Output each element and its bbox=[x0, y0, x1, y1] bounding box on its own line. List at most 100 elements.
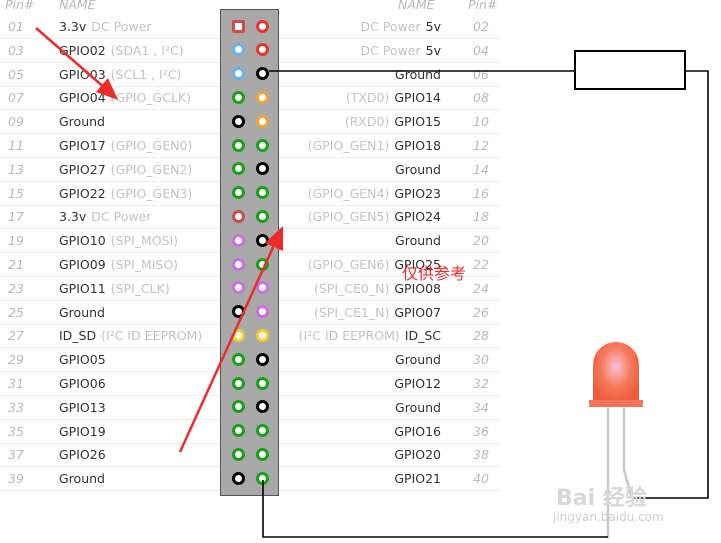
pin-13[interactable] bbox=[231, 162, 245, 176]
header-left-pin: Pin# bbox=[5, 0, 35, 12]
pin-29[interactable] bbox=[231, 352, 245, 366]
pin-23[interactable] bbox=[231, 281, 245, 295]
pin-20[interactable] bbox=[255, 233, 269, 247]
left-pin-name: GPIO26 bbox=[59, 447, 106, 463]
pin-39[interactable] bbox=[231, 471, 245, 485]
left-pin-alt: (GPIO_GEN2) bbox=[110, 161, 193, 177]
right-pin-number: 26 bbox=[473, 304, 489, 320]
pin-19[interactable] bbox=[231, 233, 245, 247]
right-pin-name: Ground bbox=[395, 352, 441, 368]
pin-12[interactable] bbox=[255, 138, 269, 152]
right-pin-number: 12 bbox=[473, 138, 489, 153]
right-pin-alt: (GPIO_GEN5) bbox=[307, 209, 390, 225]
right-pin-alt: (GPIO_GEN4) bbox=[307, 185, 390, 201]
pin-32[interactable] bbox=[255, 376, 269, 390]
pin-35[interactable] bbox=[231, 424, 245, 438]
left-pin-name: GPIO17 bbox=[59, 138, 106, 153]
pin-18[interactable] bbox=[255, 209, 269, 223]
left-pin-name: Ground bbox=[59, 114, 105, 130]
right-pin-number: 24 bbox=[473, 280, 489, 296]
pin-40[interactable] bbox=[255, 471, 269, 485]
right-pin-name: GPIO15 bbox=[394, 114, 441, 130]
baidu-watermark: Bai 经验 bbox=[556, 486, 647, 511]
right-pin-name: GPIO21 bbox=[394, 471, 441, 487]
right-pin-alt: (GPIO_GEN1) bbox=[307, 138, 390, 153]
right-pin-number: 16 bbox=[473, 185, 489, 201]
left-pin-alt: (GPIO_GEN0) bbox=[110, 138, 193, 153]
header-right-name: NAME bbox=[398, 0, 435, 12]
left-pin-alt: (SPI_CLK) bbox=[110, 280, 170, 296]
left-pin-name: 3.3v bbox=[59, 19, 87, 34]
right-pin-name: Ground bbox=[395, 399, 441, 415]
right-pin-alt: (GPIO_GEN6) bbox=[307, 257, 390, 272]
pin-02[interactable] bbox=[255, 19, 269, 33]
left-pin-alt: (GPIO_GCLK) bbox=[110, 90, 191, 106]
pin-08[interactable] bbox=[255, 90, 269, 104]
right-pin-number: 10 bbox=[473, 114, 489, 130]
left-pin-name: GPIO27 bbox=[59, 161, 106, 177]
pin-37[interactable] bbox=[231, 447, 245, 461]
left-pin-number: 05 bbox=[8, 66, 24, 82]
left-pin-number: 23 bbox=[8, 280, 24, 296]
pin-01[interactable] bbox=[231, 19, 245, 33]
left-pin-number: 17 bbox=[8, 209, 24, 225]
right-pin-number: 30 bbox=[473, 352, 489, 368]
left-pin-alt: (SCL1 , I²C) bbox=[110, 66, 182, 82]
right-pin-name: ID_SC bbox=[404, 328, 441, 344]
left-pin-number: 35 bbox=[8, 423, 24, 439]
pin-31[interactable] bbox=[231, 376, 245, 390]
right-pin-number: 40 bbox=[473, 471, 489, 487]
right-pin-alt: DC Power bbox=[360, 42, 421, 58]
left-pin-name: GPIO22 bbox=[59, 185, 106, 201]
right-pin-number: 18 bbox=[473, 209, 489, 225]
pin-38[interactable] bbox=[255, 447, 269, 461]
left-pin-number: 09 bbox=[8, 114, 24, 130]
left-pin-number: 07 bbox=[8, 90, 24, 106]
pin-06[interactable] bbox=[255, 67, 269, 81]
pin-14[interactable] bbox=[255, 162, 269, 176]
right-pin-number: 32 bbox=[473, 376, 489, 391]
right-pin-number: 08 bbox=[473, 90, 489, 106]
right-pin-number: 36 bbox=[473, 423, 489, 439]
pin-03[interactable] bbox=[231, 43, 245, 57]
pin-21[interactable] bbox=[231, 257, 245, 271]
left-pin-name: GPIO10 bbox=[59, 233, 106, 249]
left-pin-alt: (SPI_MOSI) bbox=[110, 233, 179, 249]
left-pin-number: 33 bbox=[8, 399, 24, 415]
pin-33[interactable] bbox=[231, 400, 245, 414]
left-pin-name: GPIO11 bbox=[59, 280, 106, 296]
left-pin-name: Ground bbox=[59, 304, 105, 320]
reference-note: 仅供参考 bbox=[402, 264, 467, 283]
pin-15[interactable] bbox=[231, 186, 245, 200]
left-pin-number: 39 bbox=[8, 471, 24, 487]
pin-16[interactable] bbox=[255, 186, 269, 200]
baidu-watermark-url: jingyan.baidu.com bbox=[553, 510, 664, 524]
left-pin-name: Ground bbox=[59, 471, 105, 487]
pin-36[interactable] bbox=[255, 424, 269, 438]
pin-34[interactable] bbox=[255, 400, 269, 414]
pin-04[interactable] bbox=[255, 43, 269, 57]
right-pin-name: GPIO18 bbox=[394, 138, 441, 153]
right-pin-alt: DC Power bbox=[360, 19, 421, 34]
pin-30[interactable] bbox=[255, 352, 269, 366]
pin-09[interactable] bbox=[231, 114, 245, 128]
left-pin-name: GPIO04 bbox=[59, 90, 106, 106]
left-pin-number: 21 bbox=[8, 257, 24, 272]
pin-26[interactable] bbox=[255, 305, 269, 319]
left-pin-name: GPIO02 bbox=[59, 42, 106, 58]
right-pin-name: Ground bbox=[395, 161, 441, 177]
right-pin-name: GPIO07 bbox=[394, 304, 441, 320]
pin-11[interactable] bbox=[231, 138, 245, 152]
pin-07[interactable] bbox=[231, 90, 245, 104]
pin-24[interactable] bbox=[255, 281, 269, 295]
left-pin-number: 13 bbox=[8, 161, 24, 177]
right-pin-alt: (RXD0) bbox=[344, 114, 390, 130]
pin-17[interactable] bbox=[231, 209, 245, 223]
right-pin-alt: (SPI_CE0_N) bbox=[314, 280, 390, 296]
left-pin-alt: DC Power bbox=[91, 209, 152, 225]
led-icon bbox=[589, 342, 643, 538]
pin-10[interactable] bbox=[255, 114, 269, 128]
right-pin-alt: (I²C ID EEPROM) bbox=[298, 328, 400, 344]
pin-28[interactable] bbox=[255, 328, 269, 342]
pin-05[interactable] bbox=[231, 67, 245, 81]
